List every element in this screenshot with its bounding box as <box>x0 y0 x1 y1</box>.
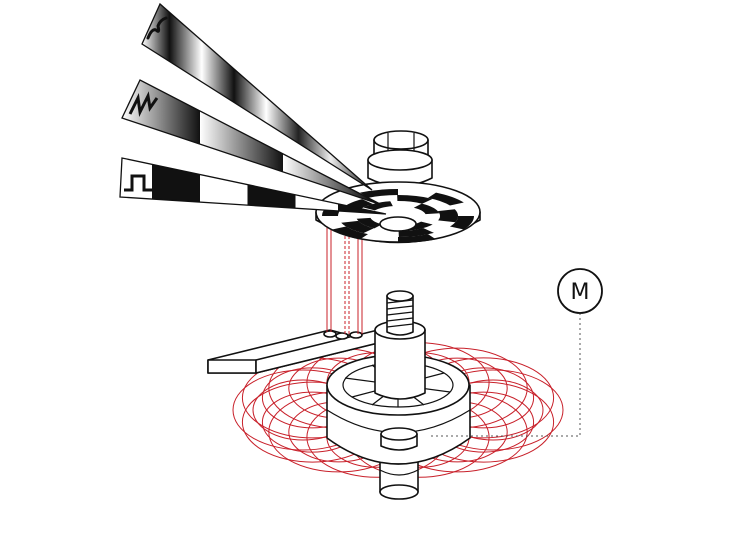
disk-segment <box>398 228 434 237</box>
sensor-beams <box>326 225 363 334</box>
disk-segment <box>356 217 383 229</box>
sensor-chip <box>335 332 349 340</box>
disk-segment <box>397 195 433 204</box>
sine-beam <box>141 2 373 191</box>
disk-segment <box>360 189 398 198</box>
square-wave-icon <box>124 174 154 192</box>
encoder-disk <box>315 181 481 244</box>
disk-segment <box>398 234 436 243</box>
disk-segment <box>341 220 374 234</box>
motor-icon: M <box>557 268 603 314</box>
sawtooth-beam <box>121 79 383 206</box>
disk-segment <box>449 216 474 230</box>
sensor-board <box>207 329 379 374</box>
sine-wave-icon <box>146 16 168 40</box>
central-shaft <box>374 290 426 400</box>
square-beam <box>119 157 387 215</box>
disk-segment <box>428 192 464 206</box>
disk-segment <box>413 203 440 215</box>
sawtooth-wave-icon <box>128 91 159 117</box>
disk-segment <box>437 209 459 223</box>
top-hub <box>367 130 433 203</box>
disk-segment <box>332 226 368 240</box>
sensor-chip <box>323 330 337 338</box>
sensor-chip <box>349 331 363 339</box>
disk-segment <box>363 201 393 211</box>
signal-beams <box>119 2 387 215</box>
motor-connection <box>428 313 581 437</box>
motor-label: M <box>571 280 590 305</box>
